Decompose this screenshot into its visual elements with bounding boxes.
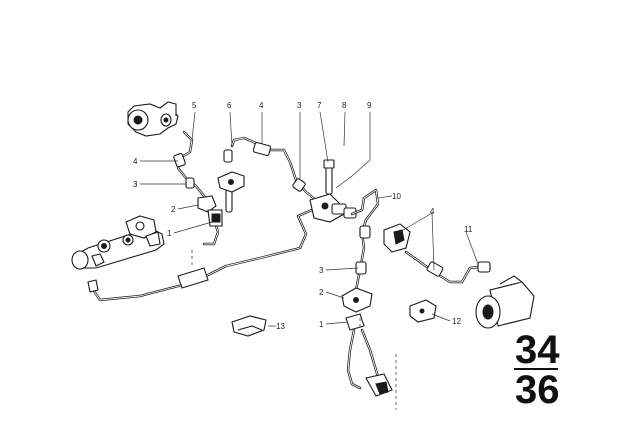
mounting-bracket[interactable] <box>231 315 267 337</box>
leader-2a <box>177 204 199 210</box>
leader-10 <box>377 195 393 199</box>
rear-brake-line[interactable] <box>350 188 380 292</box>
group-number-divider <box>514 368 558 370</box>
front-brake-hose[interactable] <box>173 130 233 246</box>
callout-13: 13 <box>276 322 285 331</box>
leader-5 <box>191 111 196 141</box>
brake-line-clip[interactable] <box>409 299 437 323</box>
leader-1a <box>173 221 213 234</box>
callout-1: 1 <box>319 320 324 329</box>
lower-rear-hose[interactable] <box>346 328 393 397</box>
main-brake-line[interactable] <box>87 208 314 302</box>
leader-11 <box>465 231 479 265</box>
callout-6: 6 <box>227 101 232 110</box>
upper-front-brake-line[interactable] <box>230 136 318 202</box>
leader-7 <box>319 111 329 163</box>
leader-6 <box>229 111 233 147</box>
group-number-bottom: 36 <box>515 368 560 412</box>
group-number: 34 36 <box>514 328 560 412</box>
leader-8 <box>343 111 346 147</box>
callout-8: 8 <box>342 101 347 110</box>
leader-1b <box>325 321 349 325</box>
callout-9: 9 <box>367 101 372 110</box>
brake-master-cylinder[interactable] <box>71 215 165 270</box>
callout-3: 3 <box>319 266 324 275</box>
front-right-hose-bracket[interactable] <box>217 149 245 193</box>
callout-4: 4 <box>430 207 435 216</box>
callout-3: 3 <box>297 101 302 110</box>
callout-7: 7 <box>317 101 322 110</box>
brake-distributor[interactable] <box>309 159 357 223</box>
leader-12 <box>431 313 451 322</box>
front-brake-caliper[interactable] <box>127 101 179 137</box>
leader-3c <box>325 267 359 271</box>
callout-3: 3 <box>133 180 138 189</box>
leader-9 <box>335 112 371 189</box>
callout-1: 1 <box>167 229 172 238</box>
callout-4: 4 <box>133 157 138 166</box>
callout-12: 12 <box>452 317 461 326</box>
callout-5: 5 <box>192 101 197 110</box>
rear-brake-hose[interactable] <box>383 223 491 284</box>
callout-2: 2 <box>319 288 324 297</box>
leader-2b <box>325 291 345 299</box>
group-number-top: 34 <box>515 328 560 372</box>
callout-4: 4 <box>259 101 264 110</box>
callout-10: 10 <box>392 192 401 201</box>
callout-2: 2 <box>171 205 176 214</box>
leader-4c <box>399 212 435 271</box>
rear-hose-bracket[interactable] <box>341 287 373 331</box>
rear-wheel-cylinder[interactable] <box>475 275 535 329</box>
callout-11: 11 <box>464 225 473 234</box>
